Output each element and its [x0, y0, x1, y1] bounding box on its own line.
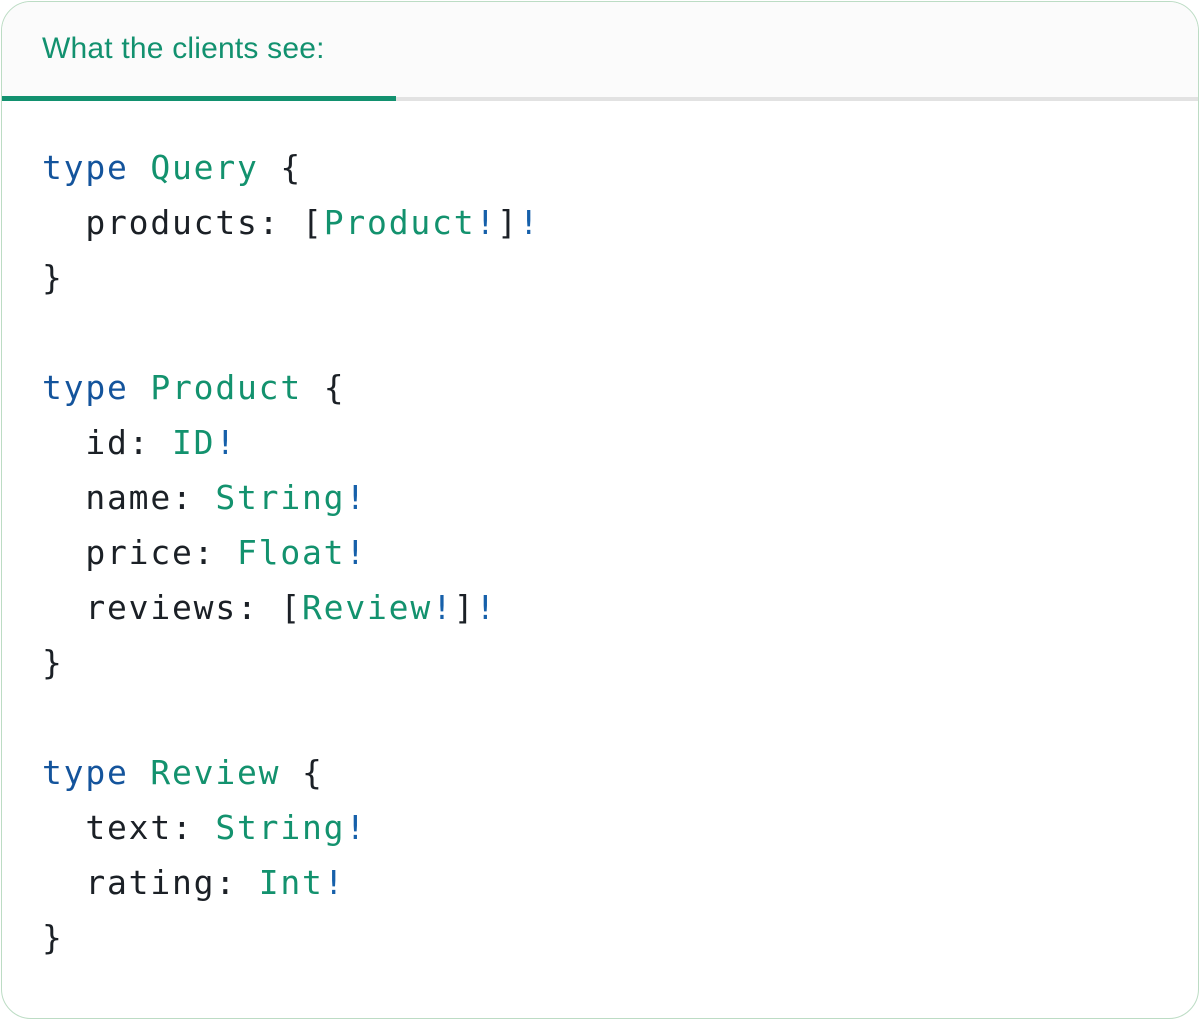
code-token-pl: ] [497, 203, 519, 242]
code-token-pl: name: [42, 478, 216, 517]
code-token-pl: products: [ [42, 203, 324, 242]
code-token-kw: type [42, 368, 129, 407]
code-token-pl: price: [42, 533, 238, 572]
code-token-bang: ! [475, 203, 498, 242]
code-token-pl: reviews: [ [42, 588, 303, 627]
code-token-pl: text: [42, 808, 216, 847]
code-token-ty: String [215, 808, 346, 847]
code-token-bang: ! [432, 588, 454, 627]
code-token-pl: } [42, 643, 64, 682]
code-token-ty: Product [323, 203, 476, 242]
code-token-pl: { [302, 368, 346, 407]
code-token-ty: Int [258, 863, 324, 902]
tab-bar-divider [2, 97, 1198, 101]
code-token-bang: ! [345, 808, 368, 847]
code-token-ty: Review [302, 588, 433, 627]
tab-what-clients-see[interactable]: What the clients see: [2, 2, 396, 101]
code-token-bang: ! [475, 588, 498, 627]
code-token-ty: Product [150, 368, 303, 407]
code-token-kw: type [42, 753, 129, 792]
code-token-pl: } [42, 918, 64, 957]
code-token-pl [129, 753, 151, 792]
code-token-pl [129, 148, 151, 187]
code-token-pl: } [42, 258, 64, 297]
code-token-bang: ! [518, 203, 541, 242]
code-token-ty: String [215, 478, 346, 517]
code-token-bang: ! [345, 478, 368, 517]
code-token-pl: id: [42, 423, 173, 462]
code-token-bang: ! [323, 863, 346, 902]
code-token-pl: { [280, 753, 324, 792]
code-token-pl: rating: [42, 863, 259, 902]
tab-label: What the clients see: [42, 32, 325, 65]
code-token-pl: { [258, 148, 303, 187]
tab-bar: What the clients see: [2, 2, 1198, 101]
code-token-ty: Review [150, 753, 281, 792]
code-token-pl: ] [453, 588, 476, 627]
code-token-ty: Float [237, 533, 346, 572]
code-token-pl [129, 368, 151, 407]
code-block: type Query { products: [Product!]! } typ… [2, 101, 1198, 995]
code-token-kw: type [42, 148, 129, 187]
code-token-bang: ! [215, 423, 238, 462]
code-token-ty: ID [172, 423, 216, 462]
code-token-ty: Query [150, 148, 259, 187]
code-token-bang: ! [345, 533, 368, 572]
